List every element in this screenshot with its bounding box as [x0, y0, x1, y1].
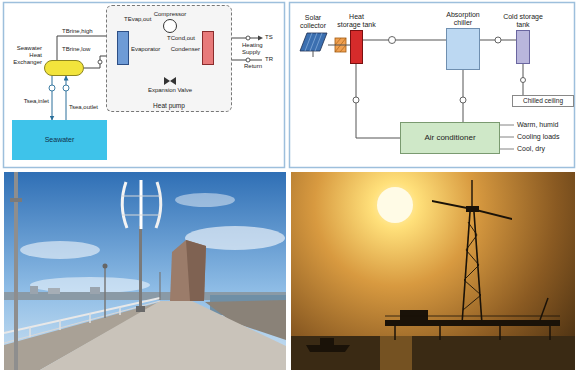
pipe-line — [52, 76, 53, 120]
temperature-label: TEvap,out — [124, 16, 151, 23]
pipe-line — [363, 40, 446, 41]
collector-panel — [300, 33, 327, 51]
node-label: Cold storage tank — [503, 13, 543, 29]
flow-label: Return — [244, 63, 262, 70]
node-label: Heat pump — [107, 102, 231, 109]
node-label: Condenser — [171, 46, 200, 53]
node-label: Seawater — [45, 136, 75, 144]
temperature-label: TBrine,low — [62, 46, 90, 53]
air-state-label: Warm, humid — [517, 121, 558, 129]
valve-symbol: Expansion Valve — [164, 77, 176, 85]
photo-offshore-turbine — [291, 172, 575, 370]
temperature-label: TBrine,high — [62, 28, 93, 35]
photo-walkway-turbine — [4, 172, 286, 370]
pipe-line — [328, 45, 350, 46]
heat-exchanger: Seawater Heat Exchanger — [44, 60, 84, 76]
pump-symbol — [460, 97, 466, 103]
pump-symbol — [389, 37, 396, 44]
sensor-symbol — [246, 58, 250, 62]
temperature-label: TCond,out — [167, 35, 195, 42]
storage-tank: Cold storage tank — [516, 30, 530, 64]
flow-label: Heating Supply — [242, 42, 282, 56]
temperature-label: Tsea,outlet — [69, 104, 98, 111]
pump-symbol — [49, 85, 55, 91]
node-label: Compressor — [154, 11, 187, 18]
leader-lines — [500, 125, 514, 149]
node-label: Air conditioner — [424, 133, 475, 142]
chiller-box: Absorption chiller — [446, 28, 480, 70]
node-label: Expansion Valve — [148, 87, 192, 94]
pipe-line — [356, 64, 400, 138]
evaporator-box: Evaporator — [117, 31, 129, 65]
solar-collector: Solar collector — [298, 32, 328, 52]
temperature-label: TS — [265, 34, 273, 41]
pipe-line — [66, 76, 67, 120]
sensor-symbol — [98, 60, 102, 64]
pump-symbol — [521, 78, 526, 83]
ceiling-box: Chilled ceiling — [512, 95, 574, 107]
seawater-body: Seawater — [12, 120, 107, 160]
air-state-label: Cool, dry — [517, 145, 545, 153]
panel-frame — [4, 3, 285, 168]
node-label: Seawater Heat Exchanger — [8, 45, 42, 66]
node-label: Absorption chiller — [441, 11, 485, 27]
node-label: Solar collector — [295, 14, 331, 30]
sensor-symbol — [246, 36, 250, 40]
temperature-label: TR — [265, 56, 273, 63]
collector-grid — [315, 33, 322, 51]
panel-frame — [290, 3, 575, 168]
pipe-line — [463, 70, 464, 122]
process-box: Air conditioner — [400, 122, 500, 154]
bowtie-outline — [164, 77, 176, 85]
condenser-box: Condenser — [202, 31, 214, 65]
node-label: Chilled ceiling — [523, 97, 563, 104]
node-label: Evaporator — [131, 46, 160, 53]
compressor-symbol: Compressor — [163, 19, 177, 33]
node-label: Heat storage tank — [337, 13, 377, 29]
pump-symbol — [63, 85, 69, 91]
pump-symbol — [353, 97, 359, 103]
air-state-label: Cooling loads — [517, 133, 559, 141]
valve-shape — [164, 77, 176, 85]
collector-stand — [313, 51, 314, 57]
storage-tank: Heat storage tank — [350, 30, 363, 64]
collector-outline — [298, 32, 328, 52]
temperature-label: Tsea,inlet — [12, 98, 49, 105]
pump-symbol — [495, 37, 501, 43]
